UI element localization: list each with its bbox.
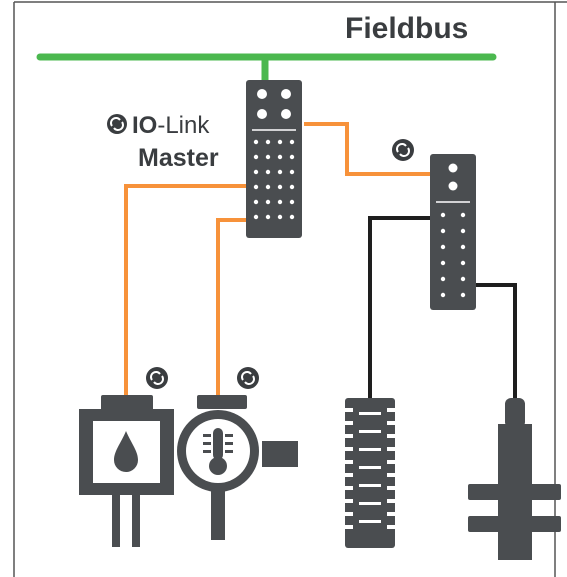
water-drop-icon [114, 431, 138, 472]
io-prefix: IO [132, 112, 157, 139]
io-link-master-label: IO-Link Master [107, 112, 219, 172]
thermometer-icon [203, 428, 233, 475]
io-link-icon [392, 139, 414, 161]
io-link-hub-module [430, 154, 476, 310]
inductive-sensor-device [468, 398, 561, 560]
io-link-icon [237, 367, 259, 389]
master-label: Master [138, 144, 219, 172]
io-link-icon [107, 114, 127, 134]
fieldbus-label: Fieldbus [345, 12, 468, 45]
cable-master-to-temp-sensor [216, 218, 247, 395]
io-link-cables [124, 122, 430, 395]
cable-hub-to-inductive-sensor [475, 283, 517, 400]
rail-sensor-device [345, 398, 395, 548]
link-suffix: -Link [157, 112, 210, 139]
cable-master-to-level-sensor [124, 184, 247, 395]
io-link-master-module [246, 80, 302, 238]
cable-master-to-hub [304, 122, 430, 176]
io-link-icon [146, 367, 168, 389]
standard-cables [368, 216, 517, 400]
temperature-sensor-device [177, 395, 298, 540]
cable-hub-to-rail-sensor [368, 216, 432, 398]
io-link-wordmark: IO-Link [132, 112, 210, 139]
level-sensor-device [79, 395, 174, 547]
